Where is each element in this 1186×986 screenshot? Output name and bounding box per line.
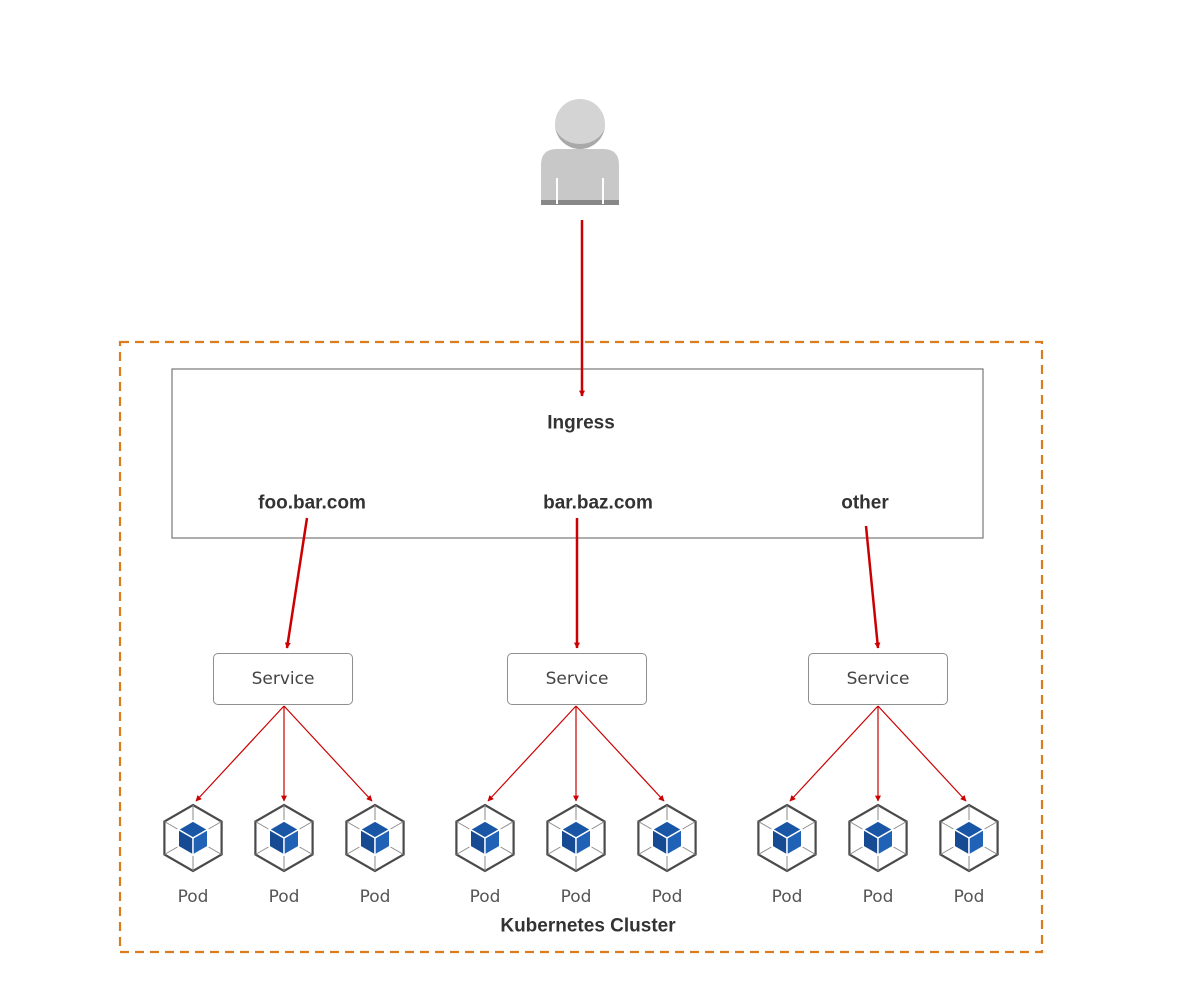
user-icon <box>541 99 619 205</box>
service-3-to-pod-1-arrow <box>789 705 879 802</box>
pod-label: Pod <box>862 887 894 907</box>
service-label: Service <box>251 669 315 689</box>
service-3-to-pod-3-arrow <box>877 705 967 802</box>
cluster-label: Kubernetes Cluster <box>500 915 676 937</box>
ingress-host-foo: foo.bar.com <box>258 492 366 514</box>
service-box-1: Service <box>213 653 353 705</box>
pod-label: Pod <box>268 887 300 907</box>
pod-label: Pod <box>560 887 592 907</box>
foo-host-to-service-arrow <box>284 517 309 649</box>
service-1-to-pod-1-arrow <box>195 705 285 802</box>
pod-label: Pod <box>359 887 391 907</box>
pod-label: Pod <box>771 887 803 907</box>
pod-label: Pod <box>953 887 985 907</box>
ingress-host-other: other <box>841 492 889 514</box>
service-label: Service <box>846 669 910 689</box>
pod-cube-icon <box>848 803 908 873</box>
pod-cube-icon <box>254 803 314 873</box>
service-label: Service <box>545 669 609 689</box>
service-1-to-pod-3-arrow <box>283 705 373 802</box>
pod-cube-icon <box>455 803 515 873</box>
pod-cube-icon <box>345 803 405 873</box>
pod-label: Pod <box>651 887 683 907</box>
service-box-3: Service <box>808 653 948 705</box>
ingress-title: Ingress <box>547 412 615 434</box>
pod-label: Pod <box>177 887 209 907</box>
pod-cube-icon <box>757 803 817 873</box>
service-2-to-pod-3-arrow <box>575 705 665 802</box>
pod-cube-icon <box>163 803 223 873</box>
pod-cube-icon <box>939 803 999 873</box>
service-2-to-pod-1-arrow <box>487 705 577 802</box>
other-host-to-service-arrow <box>864 525 881 649</box>
ingress-host-baz: bar.baz.com <box>543 492 653 514</box>
service-box-2: Service <box>507 653 647 705</box>
ingress-box <box>171 368 984 539</box>
pod-cube-icon <box>546 803 606 873</box>
pod-cube-icon <box>637 803 697 873</box>
pod-label: Pod <box>469 887 501 907</box>
